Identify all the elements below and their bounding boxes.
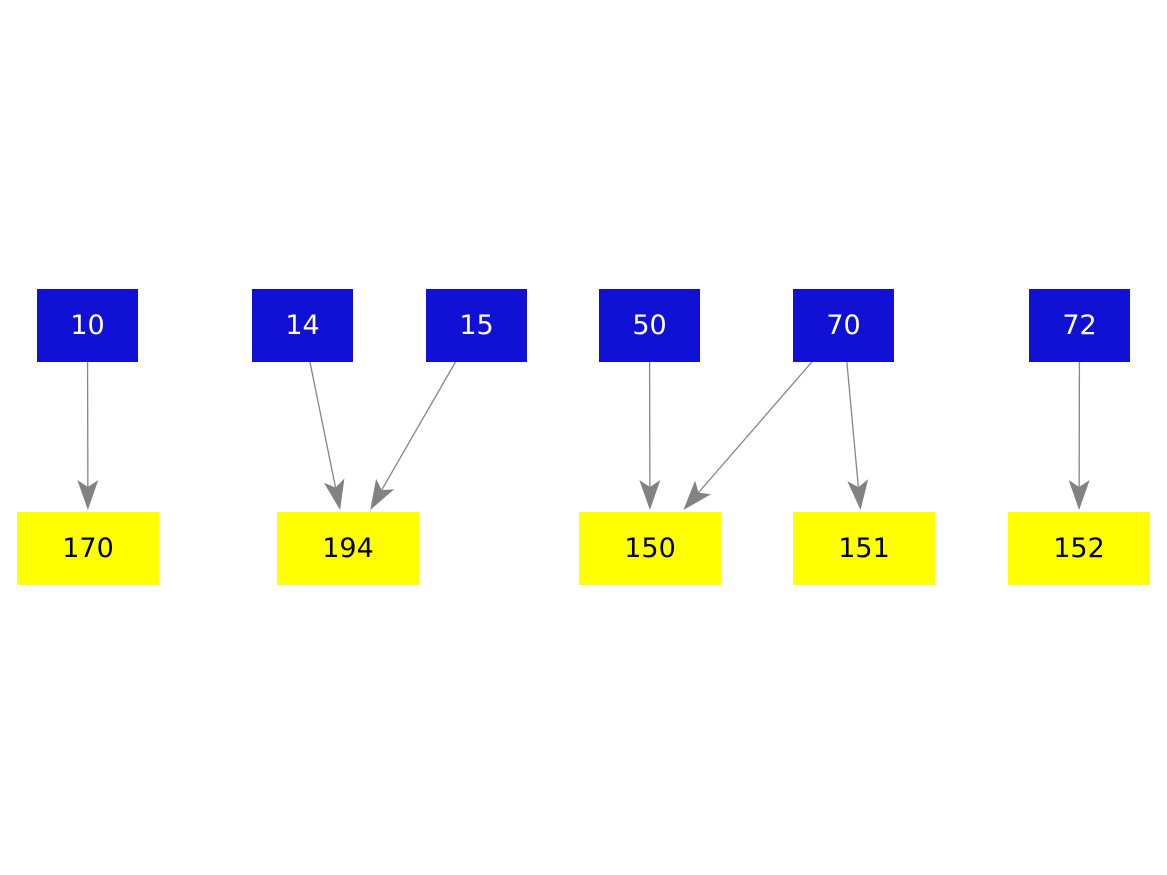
- node-170: 170: [17, 512, 159, 585]
- node-label: 70: [826, 310, 861, 341]
- node-label: 14: [285, 310, 320, 341]
- edge-15-194: [381, 361, 457, 491]
- node-label: 150: [624, 533, 676, 564]
- edge-14-194: [309, 361, 337, 488]
- node-50: 50: [599, 289, 700, 362]
- arrowhead-icon: [847, 479, 869, 510]
- node-label: 15: [459, 310, 494, 341]
- edge-70-150: [697, 361, 813, 494]
- node-151: 151: [793, 512, 935, 585]
- node-label: 10: [70, 310, 105, 341]
- node-10: 10: [37, 289, 138, 362]
- edge-70-151: [846, 361, 860, 488]
- arrowhead-icon: [1068, 480, 1090, 510]
- node-label: 170: [62, 533, 114, 564]
- node-14: 14: [252, 289, 353, 362]
- node-150: 150: [579, 512, 721, 585]
- node-72: 72: [1029, 289, 1130, 362]
- node-label: 194: [322, 533, 374, 564]
- node-label: 72: [1062, 310, 1097, 341]
- node-15: 15: [426, 289, 527, 362]
- arrowhead-icon: [77, 480, 99, 510]
- node-label: 50: [632, 310, 667, 341]
- node-152: 152: [1008, 512, 1150, 585]
- arrowhead-icon: [683, 480, 711, 510]
- arrowhead-icon: [639, 480, 661, 510]
- node-label: 151: [838, 533, 890, 564]
- node-label: 152: [1053, 533, 1105, 564]
- node-194: 194: [277, 512, 419, 585]
- arrowhead-icon: [323, 478, 345, 510]
- node-70: 70: [793, 289, 894, 362]
- arrowhead-icon: [370, 478, 395, 510]
